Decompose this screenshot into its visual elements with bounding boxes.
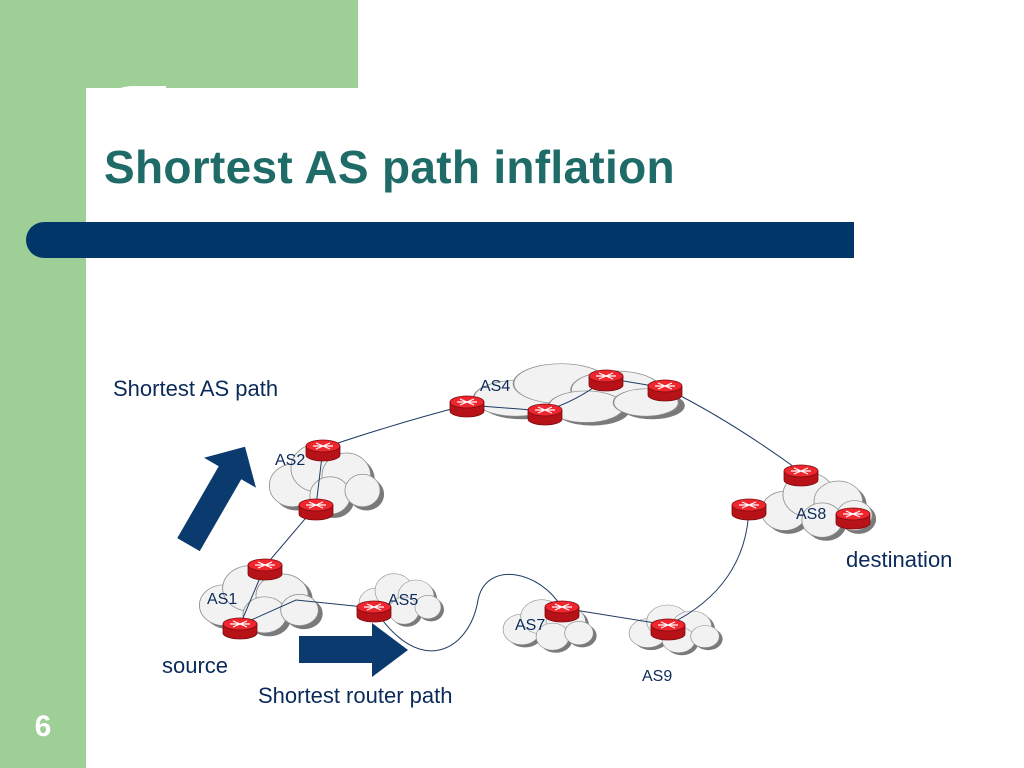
router-icon xyxy=(650,618,686,641)
as2-label: AS2 xyxy=(275,452,305,469)
router-icon xyxy=(588,369,624,392)
shortest-router-path-label: Shortest router path xyxy=(258,683,452,708)
link-as1-as5 xyxy=(239,599,375,626)
as5-label: AS5 xyxy=(388,592,418,609)
slide-number: 6 xyxy=(34,710,52,743)
block-arrow-icon xyxy=(177,446,256,552)
router-icon xyxy=(449,395,485,418)
shortest-as-path-label: Shortest AS path xyxy=(113,376,278,401)
as9-label: AS9 xyxy=(642,668,672,685)
router-icon xyxy=(356,600,392,623)
title-underline-bar xyxy=(26,222,854,258)
router-icon xyxy=(783,464,819,487)
slide-title: Shortest AS path inflation xyxy=(104,141,675,193)
destination-label: destination xyxy=(846,547,952,572)
link-as7-as9 xyxy=(561,607,669,626)
router-icon xyxy=(647,379,683,402)
router-icon xyxy=(222,617,258,640)
as7-label: AS7 xyxy=(515,617,545,634)
content-corner xyxy=(86,86,166,166)
green-panel-left xyxy=(0,0,86,768)
as8-label: AS8 xyxy=(796,506,826,523)
block-arrow-icon xyxy=(299,623,408,677)
as4-label: AS4 xyxy=(480,378,510,395)
router-icon xyxy=(544,600,580,623)
link-as5-as7 xyxy=(373,573,563,652)
source-label: source xyxy=(162,653,228,678)
router-icon xyxy=(247,558,283,581)
as1-label: AS1 xyxy=(207,591,237,608)
link-as2-as4 xyxy=(322,404,468,449)
router-icon xyxy=(835,507,871,530)
router-icon xyxy=(305,439,341,462)
router-icon xyxy=(527,403,563,426)
link-as4-as8 xyxy=(664,387,802,473)
router-icon xyxy=(298,498,334,521)
router-icon xyxy=(731,498,767,521)
link-as9-as8 xyxy=(667,505,750,626)
